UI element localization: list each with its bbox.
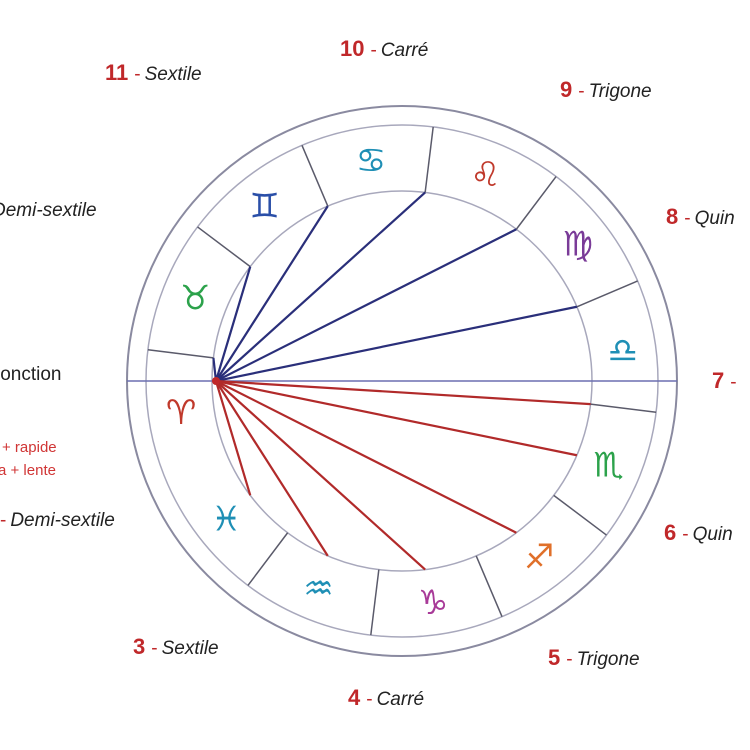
aspect-name: Carré [380, 40, 429, 61]
sector-divider [553, 494, 607, 536]
aspect-name: Quin [694, 208, 735, 229]
origin-point [212, 377, 220, 385]
gemini-icon: ♊ [249, 186, 279, 226]
aspect-line-upper [215, 205, 329, 382]
aspect-line-upper [214, 266, 252, 382]
cancer-icon: ♋ [356, 141, 386, 181]
sector-divider [197, 226, 251, 268]
aspect-line-upper [215, 191, 426, 382]
sector-divider [370, 569, 380, 636]
aspect-line-upper [215, 228, 517, 382]
sector-divider [576, 280, 638, 308]
aspect-name: Trigone [576, 649, 640, 670]
aspect-label-demi-sextile-top: Demi-sextile [0, 200, 97, 222]
aspect-line-lower [215, 379, 591, 406]
aspect-name: Sextile [144, 64, 202, 85]
leo-icon: ♌ [470, 155, 500, 195]
aspect-number: 7 [712, 368, 725, 393]
aspect-number: 9 [560, 77, 573, 102]
aspect-number: 6 [664, 520, 677, 545]
aspect-number: 5 [548, 645, 561, 670]
aspect-label-sextile-top: 11-Sextile [105, 60, 202, 85]
sector-divider [247, 532, 289, 586]
aspect-lines [212, 191, 591, 571]
sector-divider [590, 403, 657, 413]
aspect-name: Demi-sextile [0, 200, 97, 221]
sector-divider [301, 145, 329, 207]
aspect-number: 3 [133, 634, 146, 659]
aspect-number: 10 [340, 36, 365, 61]
sector-divider [424, 126, 434, 193]
sagittarius-icon: ♐ [524, 538, 554, 578]
aspect-number: 11 [105, 60, 129, 85]
aspect-line-upper [215, 305, 578, 383]
aspect-name: Trigone [588, 81, 652, 102]
aspect-name: jonction [0, 364, 62, 385]
aspect-name: Carré [376, 689, 425, 710]
aries-icon: ♈ [166, 393, 196, 433]
libra-icon: ♎ [608, 331, 638, 371]
taurus-icon: ♉ [180, 278, 210, 318]
aspect-line-lower [215, 380, 517, 534]
note-rapide: + rapide [2, 439, 57, 456]
aspect-line-lower [215, 380, 329, 557]
aquarius-icon: ♒ [303, 569, 333, 609]
aspect-label-opposition: 7- [712, 368, 737, 393]
virgo-icon: ♍ [562, 225, 592, 265]
aspect-line-lower [215, 379, 578, 457]
aspect-label-sextile-bottom: 3-Sextile [133, 634, 219, 659]
aspect-label-carre-bottom: 4-Carré [348, 685, 425, 710]
aspect-label-conjonction: jonction [0, 364, 62, 386]
aspect-line-lower [215, 380, 426, 571]
pisces-icon: ♓ [211, 499, 241, 539]
aspect-label-demi-sextile-bottom: -Demi-sextile [0, 510, 115, 531]
sector-dividers [147, 126, 657, 636]
sector-divider [475, 555, 503, 617]
aspect-label-trigone-bottom: 5-Trigone [548, 645, 640, 670]
capricorn-icon: ♑ [418, 583, 448, 623]
aspect-number: 8 [666, 204, 679, 229]
scorpio-icon: ♏ [594, 446, 624, 486]
aspect-number: 4 [348, 685, 361, 710]
sign-glyphs: ♈ ♉ ♊ ♋ ♌ ♍ ♎ ♏ ♐ ♑ ♒ ♓ [166, 141, 638, 623]
aspect-label-carre-top: 10-Carré [340, 36, 429, 61]
aspect-name: Sextile [161, 638, 219, 659]
aspect-name: Quin [692, 524, 733, 545]
sector-divider [147, 349, 214, 359]
aspect-label-quinconce-top: 8-Quin [666, 204, 735, 229]
aspect-label-quinconce-bottom: 6-Quin [664, 520, 733, 545]
aspect-label-trigone-top: 9-Trigone [560, 77, 652, 102]
sector-divider [515, 176, 557, 230]
note-lente: a + lente [0, 462, 56, 479]
aspect-line-lower [214, 380, 252, 496]
aspect-name: Demi-sextile [10, 510, 115, 531]
